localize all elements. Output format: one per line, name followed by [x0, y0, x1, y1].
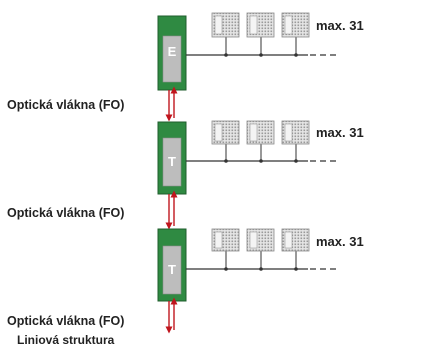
device-icon: [211, 120, 240, 145]
node-1-2: [259, 53, 263, 57]
device-icon: [281, 228, 310, 252]
device-icon: [246, 228, 275, 252]
node-3-2: [259, 267, 263, 271]
unit-1-face: [162, 35, 182, 83]
device-icon: [281, 120, 310, 145]
unit-3-letter: T: [168, 262, 176, 277]
device-icon: [246, 12, 275, 38]
fiber-label-2: Optická vlákna (FO): [7, 206, 124, 220]
device-icon: [281, 12, 310, 38]
device-icon: [246, 120, 275, 145]
node-2-3: [294, 159, 298, 163]
unit-1-letter: E: [168, 44, 177, 59]
stage-3: T max. 31: [157, 228, 364, 302]
diagram-caption: Liniová struktura: [17, 333, 115, 347]
node-3-3: [294, 267, 298, 271]
node-3-1: [224, 267, 228, 271]
stage-1: E max. 31: [157, 12, 364, 91]
fiber-label-3: Optická vlákna (FO): [7, 314, 124, 328]
device-icon: [211, 228, 240, 252]
node-2-2: [259, 159, 263, 163]
max-devices-label-3: max. 31: [316, 234, 364, 249]
unit-2-letter: T: [168, 154, 176, 169]
device-icon: [211, 12, 240, 38]
unit-2-face: [162, 137, 182, 187]
node-2-1: [224, 159, 228, 163]
node-1-3: [294, 53, 298, 57]
unit-3-face: [162, 245, 182, 295]
stage-2: T max. 31: [157, 120, 364, 195]
max-devices-label-2: max. 31: [316, 125, 364, 140]
max-devices-label-1: max. 31: [316, 18, 364, 33]
node-1-1: [224, 53, 228, 57]
fiber-label-1: Optická vlákna (FO): [7, 98, 124, 112]
